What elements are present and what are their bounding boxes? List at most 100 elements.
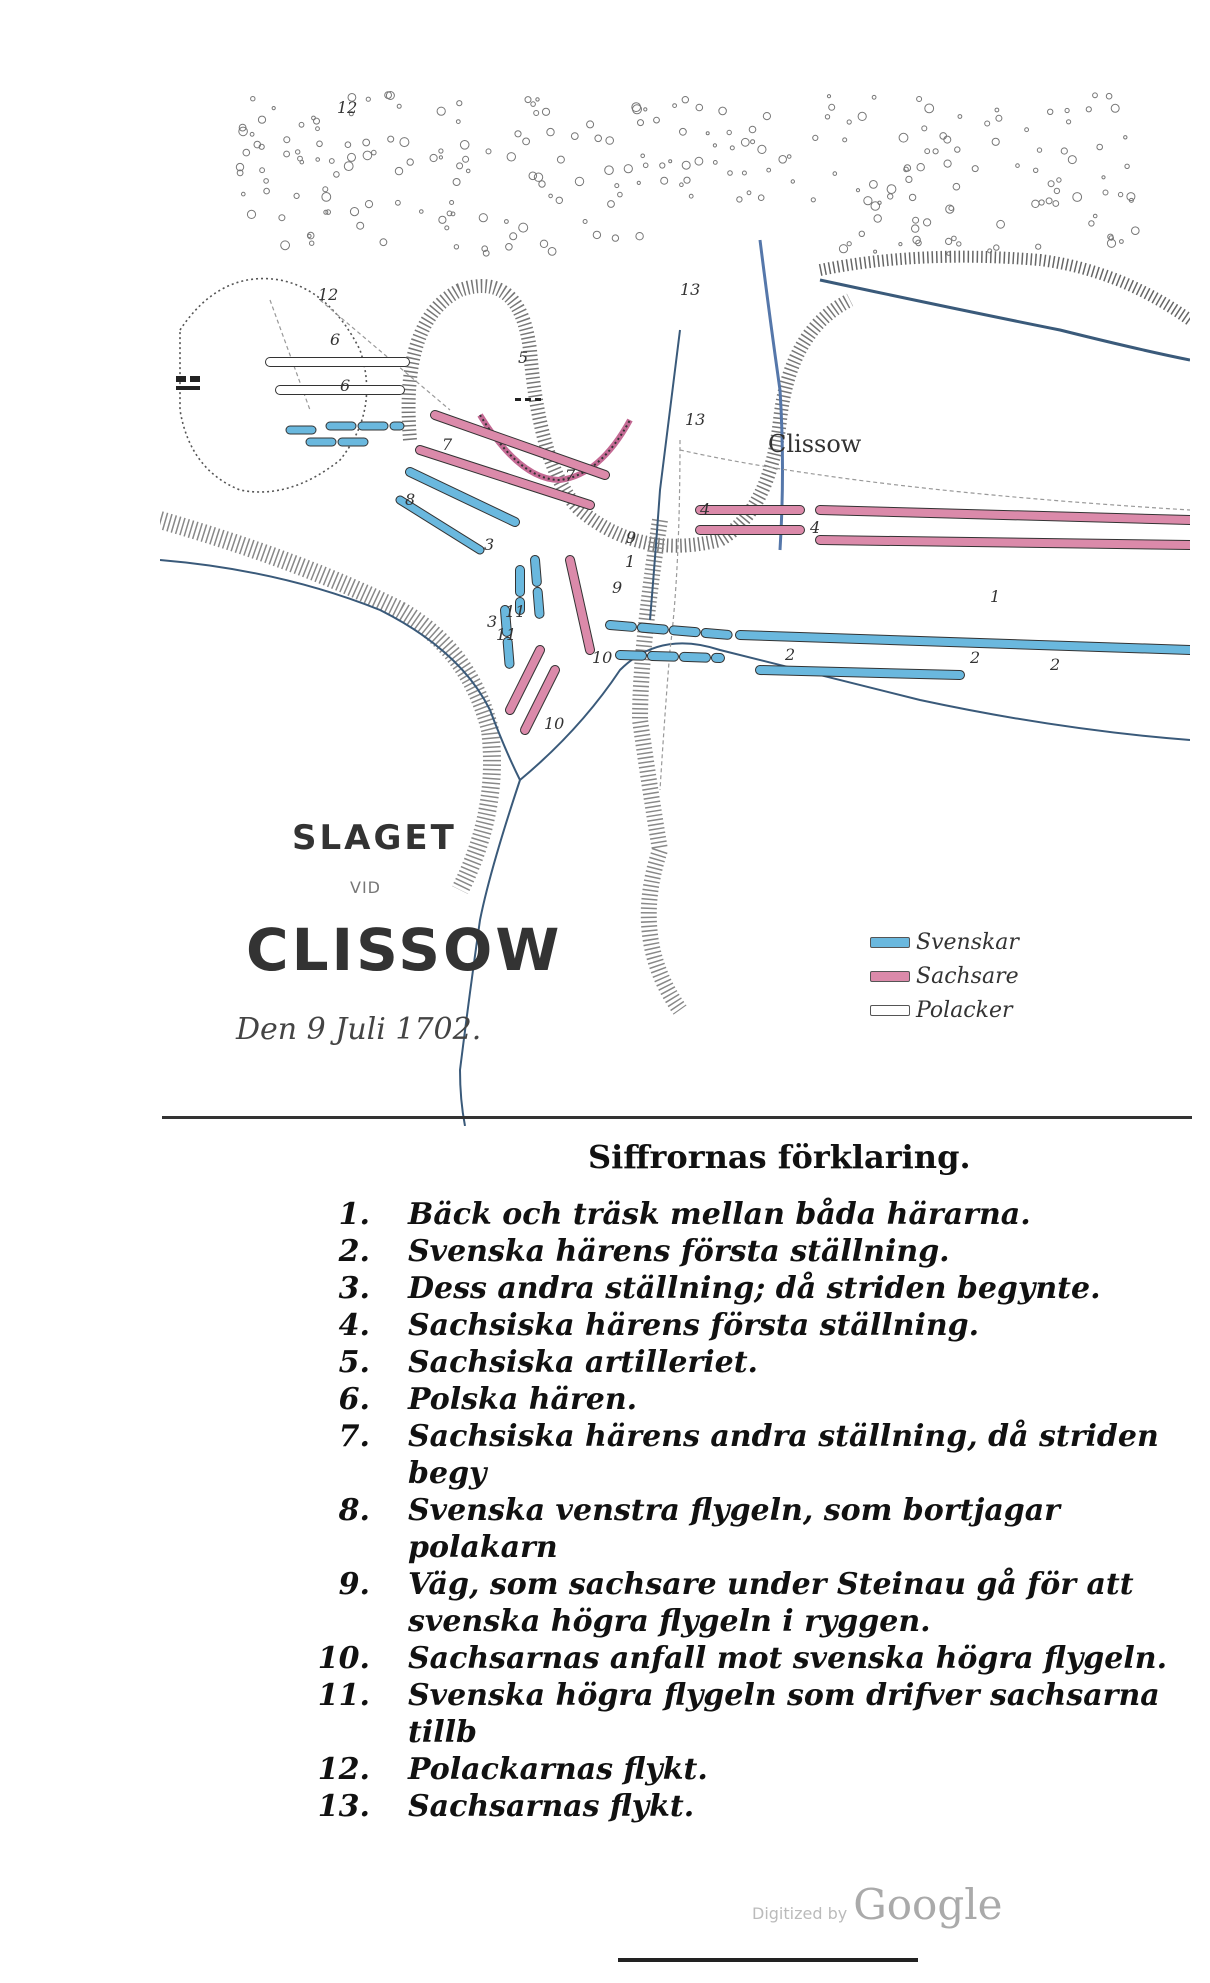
tree-mark (810, 197, 816, 203)
tree-mark (535, 97, 540, 102)
tree-mark (957, 114, 963, 119)
tree-mark (570, 132, 579, 140)
tree-mark (778, 155, 788, 164)
village-marker (515, 398, 541, 401)
tree-mark (235, 162, 245, 172)
tree-mark (347, 93, 357, 102)
tree-mark (705, 131, 710, 136)
tree-mark (694, 156, 704, 166)
tree-mark (748, 125, 757, 134)
map-drawing (160, 91, 1190, 1126)
item-text: Polska hären. (408, 1382, 638, 1417)
item-number: 3. (338, 1271, 370, 1306)
list-item: 13.Sachsarnas flykt. (300, 1788, 1200, 1825)
list-item: 5.Sachsiska artilleriet. (300, 1344, 1200, 1381)
map-number-label: 11 (496, 625, 517, 644)
item-text: Väg, som sachsare under Steinau gå för a… (408, 1567, 1134, 1639)
tree-mark (295, 149, 301, 155)
tree-mark (1038, 199, 1045, 206)
map-number-label: 2 (970, 648, 981, 667)
tree-mark (283, 136, 291, 144)
tree-mark (726, 129, 732, 136)
tree-mark (1128, 197, 1134, 203)
stream (160, 239, 1190, 1126)
tree-mark (871, 94, 877, 100)
tree-mark (951, 235, 957, 242)
road (269, 299, 1190, 791)
map-number-label: 9 (626, 528, 637, 547)
tree-mark (263, 187, 270, 195)
tree-mark (824, 114, 831, 120)
tree-mark (364, 200, 374, 209)
tree-mark (857, 111, 867, 121)
troop-unit (506, 646, 544, 714)
forest-area (235, 91, 1140, 257)
tree-mark (555, 196, 563, 205)
legend-swatch-saxons (870, 970, 910, 982)
tree-mark (858, 230, 865, 238)
tree-mark (943, 135, 952, 144)
tree-mark (614, 183, 620, 189)
tree-mark (309, 240, 315, 246)
legend-label-poles: Polacker (916, 997, 1013, 1023)
tree-mark (757, 194, 765, 201)
legend-swedes: Svenskar (870, 928, 1019, 956)
item-text: Dess andra ställning; då striden begynte… (408, 1271, 1101, 1306)
item-number: 10. (317, 1641, 370, 1676)
map-number-label: 10 (544, 714, 565, 733)
explanation-list: 1.Bäck och träsk mellan båda härarna. 2.… (300, 1196, 1200, 1825)
troop-unit (521, 666, 559, 734)
tree-mark (365, 96, 371, 102)
tree-mark (1105, 92, 1113, 100)
tree-mark (924, 148, 931, 155)
tree-mark (528, 171, 538, 181)
tree-mark (1052, 200, 1060, 207)
clissow-place-label: Clissow (768, 430, 862, 458)
tree-mark (1072, 192, 1083, 202)
tree-mark (1047, 180, 1055, 188)
tree-mark (741, 170, 747, 176)
tree-mark (681, 160, 691, 170)
tree-mark (1045, 197, 1053, 205)
tree-mark (478, 213, 488, 223)
bottom-rule (618, 1958, 918, 1962)
tree-mark (945, 204, 955, 214)
legend-label-saxons: Sachsare (916, 963, 1019, 989)
map-number-label: 3 (487, 612, 498, 631)
tree-mark (903, 166, 909, 173)
list-item: 1.Bäck och träsk mellan båda härarna. (300, 1196, 1200, 1233)
item-number: 9. (338, 1567, 370, 1602)
saxon-artillery-arc (477, 413, 633, 484)
tree-mark (1102, 189, 1109, 196)
tree-mark (842, 137, 848, 143)
tree-mark (1092, 92, 1098, 99)
troop-unit (736, 631, 1190, 654)
map-number-label: 9 (612, 578, 623, 597)
tree-mark (485, 148, 492, 155)
list-item: 7.Sachsiska härens andra ställning, då s… (300, 1418, 1200, 1492)
troop-unit (616, 651, 724, 662)
tree-mark (1119, 239, 1124, 244)
tree-mark (592, 230, 602, 240)
map-number-label: 2 (785, 645, 796, 664)
tree-mark (1101, 175, 1106, 180)
tree-mark (387, 135, 395, 143)
item-number: 12. (317, 1752, 370, 1787)
tree-mark (870, 201, 881, 211)
tree-mark (450, 211, 456, 217)
tree-mark (356, 221, 365, 230)
tree-mark (991, 137, 1000, 146)
tree-mark (362, 150, 373, 161)
tree-mark (241, 191, 246, 197)
tree-mark (617, 191, 623, 198)
tree-mark (465, 168, 471, 174)
tree-mark (659, 162, 666, 169)
tree-mark (746, 190, 752, 196)
tree-mark (912, 216, 920, 224)
tree-mark (323, 209, 329, 215)
list-item: 9. Väg, som sachsare under Steinau gå för… (300, 1566, 1200, 1640)
tree-mark (1066, 119, 1072, 125)
separator-line (162, 1116, 1192, 1119)
map-number-label: 8 (405, 490, 416, 509)
tree-mark (298, 121, 305, 128)
